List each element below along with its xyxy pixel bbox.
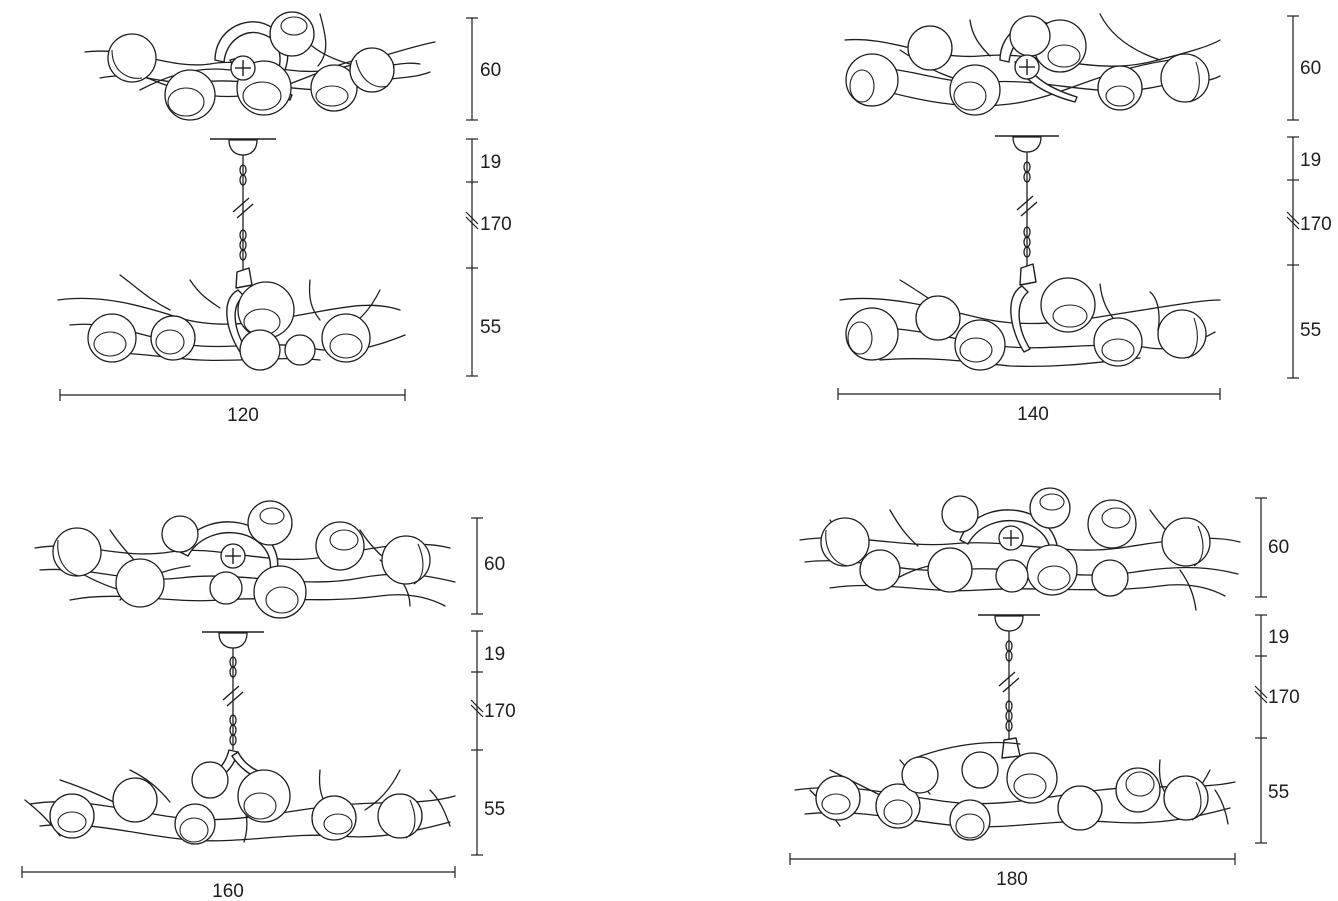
break-mark-icon: [222, 685, 244, 707]
crosshair-circle-icon: [230, 55, 256, 81]
crosshair-circle-icon: [998, 525, 1024, 551]
drop-height-label: 19: [1300, 150, 1321, 171]
chain-length-label: 170: [484, 701, 516, 722]
top-view-drawing: [84, 11, 436, 121]
vertical-dimension-lines: [470, 517, 484, 856]
top-view-drawing: [799, 487, 1241, 611]
variant-panel-160: 60 19 170 55 160: [21, 500, 516, 901]
side-view-drawing: [839, 135, 1221, 371]
top-view-drawing: [844, 13, 1221, 116]
vertical-dimension-lines: [1254, 497, 1268, 844]
width-dimension-line: [789, 853, 1236, 865]
chain-length-label: 170: [1268, 687, 1300, 708]
width-label: 120: [227, 405, 259, 426]
crosshair-circle-icon: [220, 543, 246, 569]
body-height-label: 55: [1268, 782, 1289, 803]
top-height-label: 60: [480, 60, 501, 81]
top-height-label: 60: [484, 554, 505, 575]
side-view-drawing: [57, 138, 406, 371]
width-label: 180: [996, 869, 1028, 890]
width-label: 140: [1017, 404, 1049, 425]
vertical-dimension-lines: [1286, 15, 1300, 379]
body-height-label: 55: [480, 317, 501, 338]
width-dimension-line: [21, 866, 456, 878]
width-dimension-line: [837, 388, 1221, 400]
side-view-drawing: [794, 614, 1236, 841]
variant-panel-140: 60 19 170 55 140: [837, 13, 1332, 425]
body-height-label: 55: [484, 799, 505, 820]
side-view-drawing: [24, 631, 456, 845]
break-mark-icon: [998, 671, 1020, 693]
drop-height-label: 19: [480, 152, 501, 173]
chain-length-label: 170: [480, 214, 512, 235]
break-mark-icon: [232, 197, 254, 219]
crosshair-circle-icon: [1014, 54, 1040, 80]
top-height-label: 60: [1268, 537, 1289, 558]
width-label: 160: [212, 881, 244, 901]
drop-height-label: 19: [484, 644, 505, 665]
chain-length-label: 170: [1300, 214, 1332, 235]
variant-panel-180: 60 19 170 55 180: [789, 487, 1300, 890]
top-height-label: 60: [1300, 58, 1321, 79]
width-dimension-line: [59, 389, 406, 401]
body-height-label: 55: [1300, 320, 1321, 341]
break-mark-icon: [1016, 195, 1038, 217]
top-view-drawing: [34, 500, 456, 619]
vertical-dimension-lines: [465, 17, 479, 377]
variant-panel-120: 60 19 170 55 120: [57, 11, 512, 426]
drop-height-label: 19: [1268, 627, 1289, 648]
